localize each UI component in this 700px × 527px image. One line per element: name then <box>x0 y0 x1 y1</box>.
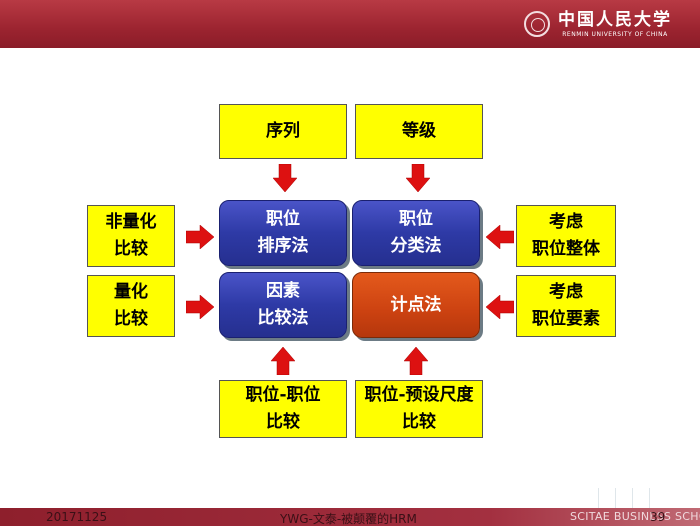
box-grade: 等级 <box>355 104 483 159</box>
seal-icon <box>524 11 550 37</box>
box-classification-method: 职位 分类法 <box>352 200 480 266</box>
arrow-right-icon <box>186 225 214 249</box>
arrow-left-icon <box>486 225 514 249</box>
footer-date: 20171125 <box>46 510 108 524</box>
arrow-down-icon <box>406 164 430 192</box>
footer-bar: 20171125 YWG-文泰-被颠覆的HRM SCITAE BUSINESS … <box>0 508 700 526</box>
logo-chinese: 中国人民大学 <box>558 9 672 30</box>
box-job-to-scale: 职位-预设尺度 比较 <box>355 380 483 438</box>
box-point-method: 计点法 <box>352 272 480 338</box>
arrow-up-icon <box>404 347 428 375</box>
page-number: 39 <box>650 510 666 524</box>
arrow-down-icon <box>273 164 297 192</box>
box-ranking-method: 职位 排序法 <box>219 200 347 266</box>
arrow-left-icon <box>486 295 514 319</box>
box-non-quantitative: 非量化 比较 <box>87 205 175 267</box>
box-job-to-job: 职位-职位 比较 <box>219 380 347 438</box>
box-job-factors: 考虑 职位要素 <box>516 275 616 337</box>
header-bar: 中国人民大学 RENMIN UNIVERSITY OF CHINA <box>0 0 700 48</box>
logo-english: RENMIN UNIVERSITY OF CHINA <box>562 30 668 38</box>
box-factor-comparison: 因素 比较法 <box>219 272 347 338</box>
university-logo: 中国人民大学 RENMIN UNIVERSITY OF CHINA <box>524 5 672 43</box>
footer-title: YWG-文泰-被颠覆的HRM <box>280 512 417 526</box>
arrow-up-icon <box>271 347 295 375</box>
footer-school: SCITAE BUSINESS SCHOOL <box>570 510 700 523</box>
box-sequence: 序列 <box>219 104 347 159</box>
decorative-bars <box>598 488 678 508</box>
box-quantitative: 量化 比较 <box>87 275 175 337</box>
arrow-right-icon <box>186 295 214 319</box>
box-whole-job: 考虑 职位整体 <box>516 205 616 267</box>
